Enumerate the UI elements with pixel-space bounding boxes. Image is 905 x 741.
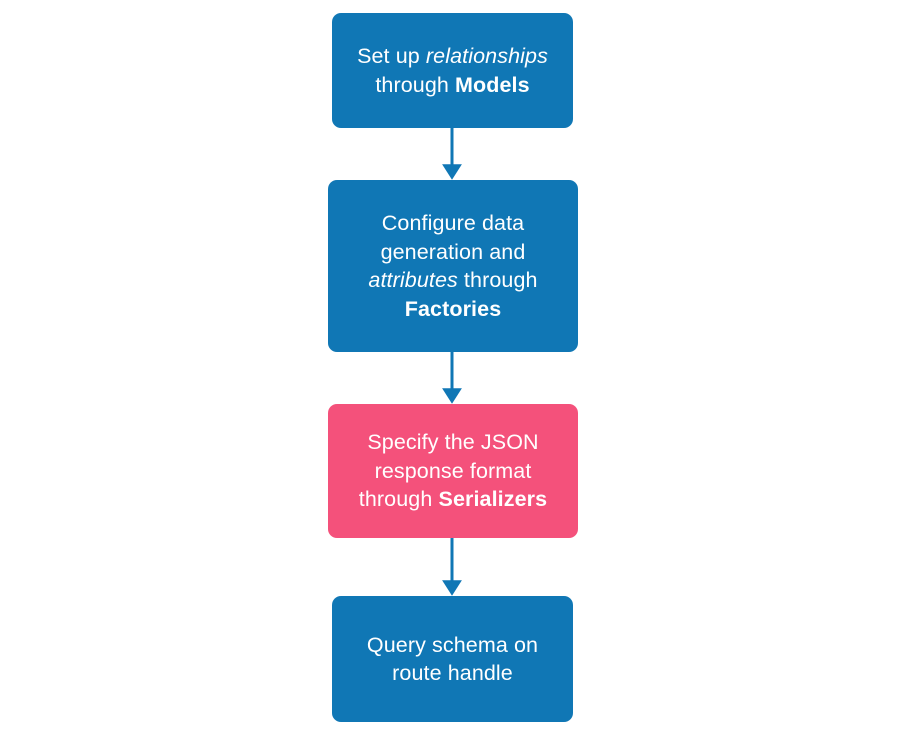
flow-node-factories[interactable]: Configure data generation and attributes… [328,180,578,352]
flow-node-serializers-label: Specify the JSON response format through… [358,430,548,512]
flow-node-route[interactable]: Query schema on route handle [332,596,573,722]
flow-node-models-label: Set up relationships through Models [357,44,548,97]
flow-node-route-label: Query schema on route handle [366,632,539,686]
flow-node-factories-label: Configure data generation and attributes… [368,211,538,321]
flow-node-serializers[interactable]: Specify the JSON response format through… [328,404,578,538]
flow-node-models[interactable]: Set up relationships through Models [332,13,573,128]
